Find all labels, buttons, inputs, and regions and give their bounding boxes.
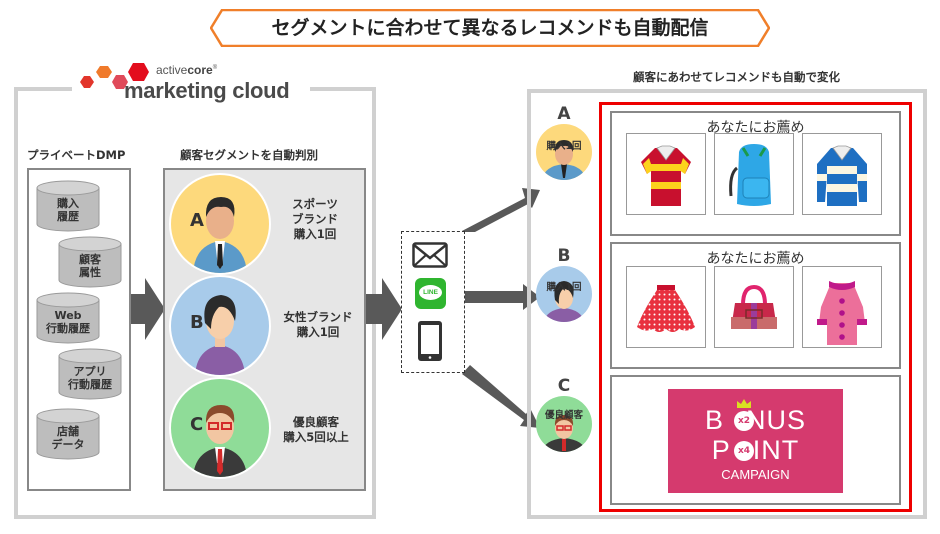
segment-a-circle bbox=[169, 173, 271, 275]
line-label: LINE bbox=[419, 285, 442, 300]
segment-c-description: 優良顧客購入5回以上 bbox=[283, 415, 349, 444]
segment-a-letter: A bbox=[190, 210, 204, 231]
segment-b-letter: B bbox=[190, 312, 204, 333]
product-red-handbag[interactable] bbox=[714, 266, 794, 348]
customer-c-tag: 優良顧客 bbox=[544, 410, 583, 421]
vip-man-avatar-icon bbox=[542, 415, 586, 452]
frame-top-right bbox=[310, 87, 376, 91]
product-rugby-shirt-red-yellow[interactable] bbox=[626, 133, 706, 215]
title-banner-frame bbox=[210, 9, 770, 47]
product-pink-coat[interactable] bbox=[802, 266, 882, 348]
logo-hexagons-icon bbox=[80, 63, 149, 89]
dmp-database-label: アプリ行動履歴 bbox=[68, 365, 112, 391]
x4-badge: x4 bbox=[734, 441, 754, 461]
segment-c-letter: C bbox=[190, 414, 204, 435]
segment-a-description: スポーツブランド購入1回 bbox=[292, 197, 338, 241]
dmp-database-label: 店舗データ bbox=[51, 425, 85, 451]
mail-icon bbox=[412, 242, 448, 268]
database-cylinder-icon bbox=[36, 408, 100, 460]
customer-a-avatar bbox=[536, 124, 592, 180]
customer-a-tag: 購入1回 bbox=[546, 141, 582, 152]
logo-marketing-cloud: marketing cloud bbox=[124, 78, 290, 103]
backpack-icon bbox=[729, 144, 771, 206]
skirt-icon bbox=[637, 285, 695, 332]
right-caption: 顧客にあわせてレコメンドも自動で変化 bbox=[633, 70, 840, 84]
arrow-to-customer-c bbox=[462, 365, 540, 428]
crown-icon bbox=[737, 399, 751, 408]
segment-b-circle bbox=[169, 275, 271, 377]
x2-badge: x2 bbox=[734, 411, 754, 431]
tablet-icon bbox=[418, 321, 442, 361]
arrow-right-icon bbox=[131, 278, 165, 340]
segment-c-circle bbox=[169, 377, 271, 479]
dmp-database-5: 店舗データ bbox=[35, 408, 101, 460]
segment-label: 顧客セグメントを自動判別 bbox=[180, 148, 318, 162]
dmp-database-4: アプリ行動履歴 bbox=[57, 348, 123, 400]
recommendation-title: あなたにお薦め bbox=[706, 251, 805, 267]
campaign-word: CAMPAIGN bbox=[721, 467, 790, 482]
customer-b-avatar bbox=[536, 266, 592, 322]
logo: activecore® marketing cloud bbox=[72, 58, 310, 110]
arrow-right-icon bbox=[366, 278, 402, 340]
customer-b-tag: 購入1回 bbox=[546, 282, 582, 293]
page-title: セグメントに合わせて異なるレコメンドも自動配信 bbox=[271, 17, 709, 39]
product-rugby-shirt-blue-white[interactable] bbox=[802, 133, 882, 215]
customer-a-letter: A bbox=[557, 104, 571, 124]
customer-b-letter: B bbox=[557, 246, 571, 266]
dmp-database-label: 顧客属性 bbox=[79, 253, 101, 279]
logo-activecore: activecore® bbox=[156, 63, 218, 77]
businessman-avatar-icon bbox=[542, 140, 586, 180]
dmp-database-label: 購入履歴 bbox=[57, 197, 79, 223]
right-panel-frame bbox=[527, 89, 927, 519]
coat-icon bbox=[817, 281, 867, 345]
vip-man-avatar-icon bbox=[193, 405, 247, 477]
recommendation-highlight-frame bbox=[599, 102, 912, 512]
database-cylinder-icon bbox=[58, 348, 122, 400]
woman-avatar-icon bbox=[195, 295, 245, 375]
customer-c-letter: C bbox=[557, 376, 571, 396]
database-cylinder-icon bbox=[58, 236, 122, 288]
arrow-to-customer-b bbox=[465, 284, 540, 310]
product-backpack-blue[interactable] bbox=[714, 133, 794, 215]
businessman-avatar-icon bbox=[193, 197, 247, 273]
handbag-icon bbox=[731, 284, 777, 329]
woman-avatar-icon bbox=[544, 281, 584, 322]
database-cylinder-icon bbox=[36, 292, 100, 344]
fan-out-arrows bbox=[460, 188, 540, 428]
dmp-database-2: 顧客属性 bbox=[57, 236, 123, 288]
rugby-shirt-icon bbox=[641, 145, 691, 206]
line-app-icon: LINE bbox=[415, 278, 446, 309]
recommendation-title: あなたにお薦め bbox=[706, 120, 805, 136]
segment-b-description: 女性ブランド購入1回 bbox=[283, 310, 353, 339]
database-cylinder-icon bbox=[36, 180, 100, 232]
arrow-to-customer-a bbox=[460, 188, 540, 232]
customer-c-avatar bbox=[536, 396, 592, 452]
dmp-label: プライベートDMP bbox=[27, 148, 126, 162]
dmp-database-1: 購入履歴 bbox=[35, 180, 101, 232]
frame-top-left bbox=[14, 87, 72, 91]
product-polka-dot-skirt[interactable] bbox=[626, 266, 706, 348]
rugby-shirt-icon bbox=[817, 145, 867, 206]
